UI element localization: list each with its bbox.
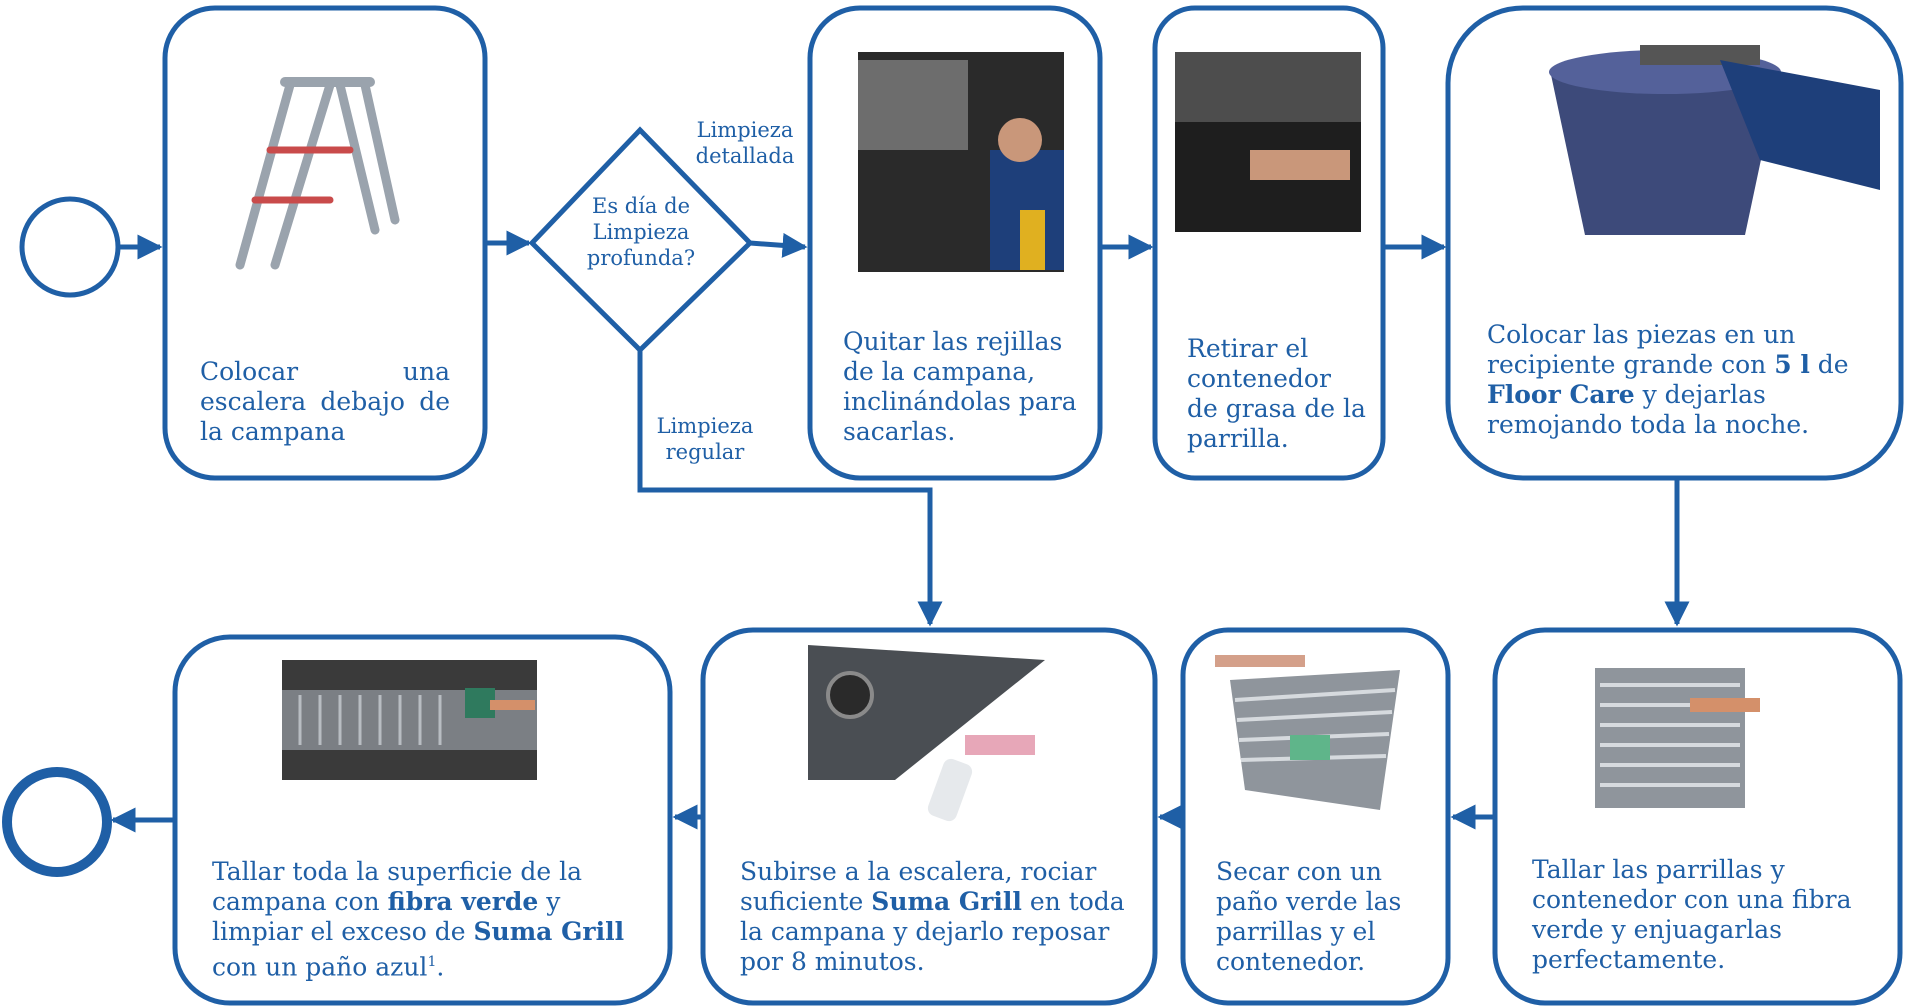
hood-wipe-image bbox=[282, 660, 537, 780]
decision-question: Es día de Limpieza profunda? bbox=[586, 194, 696, 270]
branch-label-detailed: Limpieza detallada bbox=[695, 118, 795, 168]
bucket-image bbox=[1549, 45, 1880, 235]
grill-dry-image bbox=[1215, 655, 1400, 810]
step-text-ladder: Colocar una escalera debajo de la campan… bbox=[200, 357, 450, 446]
start-terminator bbox=[19, 196, 121, 298]
grill-scrub-image bbox=[1595, 668, 1760, 808]
step-text-spray: Subirse a la escalera, rociar suficiente… bbox=[740, 857, 1125, 976]
spray-hood-image bbox=[808, 645, 1045, 822]
end-terminator bbox=[2, 767, 112, 877]
step-text-soak: Colocar las piezas en un recipiente gran… bbox=[1487, 320, 1849, 439]
person-removing-grills-image bbox=[858, 52, 1064, 272]
step-text-remove-grills: Quitar las rejillas de la campana, incli… bbox=[843, 327, 1077, 446]
step-text-dry: Secar con un paño verde las parrillas y … bbox=[1216, 857, 1402, 976]
arrow-decision-to-spray bbox=[637, 350, 943, 627]
arrow-decision-to-remove-grills bbox=[749, 232, 808, 258]
step-text-scrub-grills: Tallar las parrillas y contenedor con un… bbox=[1532, 855, 1852, 974]
step-ladder-image bbox=[235, 77, 400, 270]
step-text-scrub-hood: Tallar toda la superficie de la campana … bbox=[212, 857, 625, 982]
branch-label-regular: Limpieza regular bbox=[656, 414, 754, 464]
step-text-remove-container: Retirar el contenedor de grasa de la par… bbox=[1187, 334, 1366, 453]
grease-container-image bbox=[1175, 52, 1361, 232]
